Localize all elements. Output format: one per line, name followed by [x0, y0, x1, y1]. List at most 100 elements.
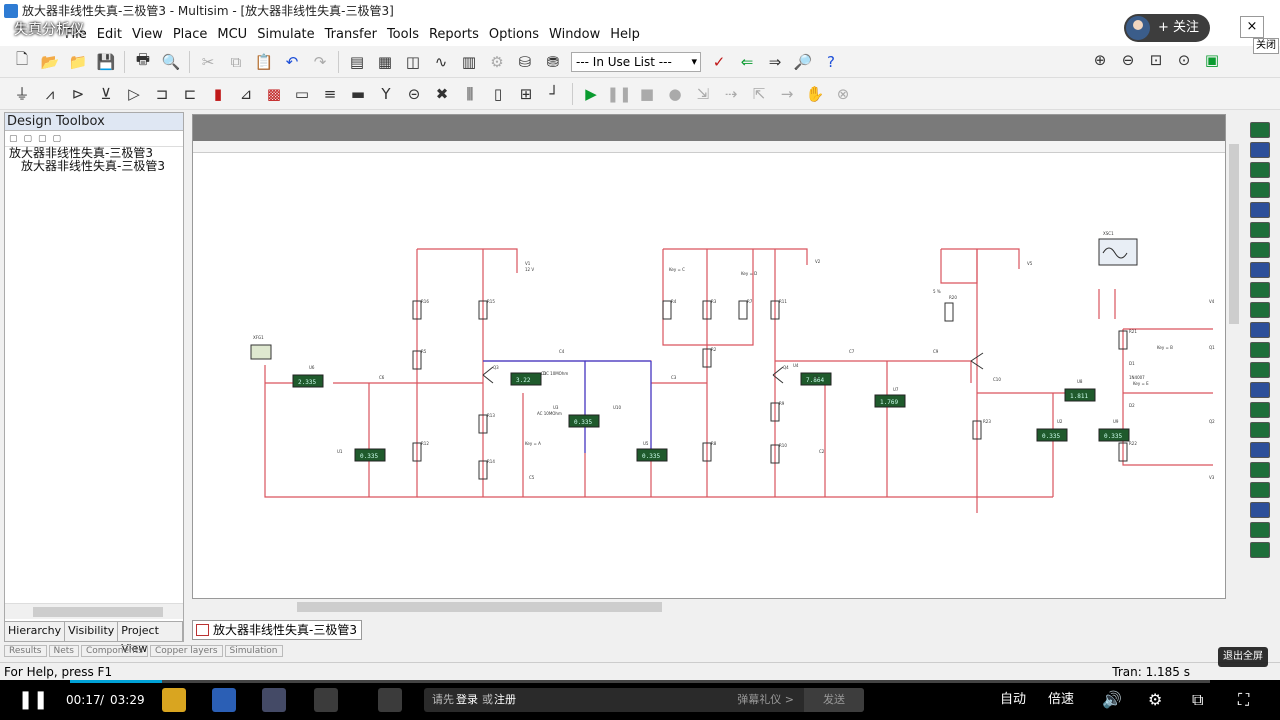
step-over-icon[interactable]: ⇢: [724, 84, 738, 103]
fullscreen-view-icon[interactable]: ▣: [1204, 51, 1220, 69]
measurement-probe-icon[interactable]: [1250, 482, 1270, 498]
ni-elvismx-icon[interactable]: [1250, 522, 1270, 538]
schematic-canvas[interactable]: 2.3353.220.3350.3357.8641.7690.3350.3351…: [193, 153, 1226, 599]
fullscreen-icon[interactable]: ⛶: [1238, 690, 1250, 709]
menu-tools[interactable]: Tools: [386, 26, 419, 42]
current-probe-icon[interactable]: [1250, 542, 1270, 558]
register-link[interactable]: 注册: [494, 693, 516, 706]
analysis-icon[interactable]: ∿: [434, 52, 448, 71]
toggle-breakpoint-icon[interactable]: ✋: [805, 84, 825, 103]
network-analyzer-icon[interactable]: [1250, 382, 1270, 398]
multimeter-probe[interactable]: [1098, 428, 1130, 442]
four-channel-oscilloscope-icon[interactable]: [1250, 202, 1270, 218]
save-design-icon[interactable]: ▢: [38, 133, 47, 144]
forward-annotate-icon[interactable]: ⇒: [768, 52, 782, 71]
tab-components[interactable]: Components: [81, 645, 148, 657]
multimeter-probe[interactable]: [292, 374, 324, 388]
component-wizard-icon[interactable]: ⚙: [490, 52, 504, 71]
power-icon[interactable]: ▭: [294, 84, 310, 103]
multimeter-probe[interactable]: [1036, 428, 1068, 442]
open-folder-icon[interactable]: 📂: [40, 52, 60, 71]
undo-icon[interactable]: ↶: [285, 52, 299, 71]
analog-icon[interactable]: ▷: [128, 84, 140, 103]
run-to-cursor-icon[interactable]: →: [780, 84, 794, 103]
bode-plotter-icon[interactable]: [1250, 222, 1270, 238]
paste-icon[interactable]: 📋: [254, 52, 274, 71]
menu-simulate[interactable]: Simulate: [257, 26, 315, 42]
close-design-icon[interactable]: ▢: [52, 133, 62, 144]
menu-place[interactable]: Place: [172, 26, 208, 42]
back-annotate-icon[interactable]: ⇐: [740, 52, 754, 71]
tree-item-sheet[interactable]: 放大器非线性失真-三极管3: [21, 159, 165, 173]
mcu-icon[interactable]: ▯: [493, 84, 503, 103]
uploader-avatar[interactable]: [1126, 16, 1150, 40]
advanced-peripherals-icon[interactable]: ▬: [350, 84, 366, 103]
login-link[interactable]: 登录: [456, 693, 478, 706]
multimeter-probe[interactable]: [800, 372, 832, 386]
step-out-icon[interactable]: ⇱: [752, 84, 766, 103]
indicator-icon[interactable]: ▩: [266, 84, 282, 103]
zoom-out-icon[interactable]: ⊖: [1121, 51, 1135, 69]
new-file-icon[interactable]: 🗋: [15, 50, 29, 68]
settings-icon[interactable]: ⚙: [1148, 690, 1163, 709]
menu-mcu[interactable]: MCU: [217, 26, 248, 42]
mixed-icon[interactable]: ⊿: [239, 84, 253, 103]
frequency-counter-icon[interactable]: [1250, 242, 1270, 258]
tab-copper-layers[interactable]: Copper layers: [149, 645, 223, 657]
bom-icon[interactable]: ▥: [461, 52, 477, 71]
danmaku-etiquette-link[interactable]: 弹幕礼仪 >: [737, 693, 794, 706]
ttl-icon[interactable]: ⊐: [155, 84, 169, 103]
volume-icon[interactable]: 🔊: [1102, 690, 1122, 709]
probe-icon[interactable]: ●: [668, 84, 682, 103]
redo-icon[interactable]: ↷: [313, 52, 327, 71]
scrollbar-thumb[interactable]: [33, 607, 163, 617]
copy-icon[interactable]: ⧉: [230, 52, 242, 71]
speed-button[interactable]: 倍速: [1048, 692, 1075, 707]
ni-components-icon[interactable]: ✖: [435, 84, 449, 103]
run-simulation-icon[interactable]: ▶: [585, 84, 597, 103]
quality-button[interactable]: 自动: [1000, 692, 1027, 707]
cmos-icon[interactable]: ⊏: [183, 84, 197, 103]
labview-instrument-icon[interactable]: [1250, 502, 1270, 518]
menu-reports[interactable]: Reports: [428, 26, 479, 42]
electromechanical-icon[interactable]: ⊝: [407, 84, 421, 103]
tab-visibility[interactable]: Visibility: [65, 622, 119, 641]
close-icon[interactable]: ×: [1240, 16, 1264, 38]
grapher-icon[interactable]: ▤: [349, 52, 365, 71]
scrollbar-thumb[interactable]: [297, 602, 662, 612]
open-design-icon[interactable]: ▢: [23, 133, 33, 144]
diode-icon[interactable]: ⊳: [71, 84, 85, 103]
spectrum-analyzer-icon[interactable]: [1250, 362, 1270, 378]
tab-simulation[interactable]: Simulation: [224, 645, 283, 657]
send-button[interactable]: 发送: [804, 688, 864, 712]
multimeter-probe[interactable]: [510, 372, 542, 386]
in-use-list-dropdown[interactable]: --- In Use List ---: [571, 51, 701, 72]
agilent-function-generator-icon[interactable]: [1250, 402, 1270, 418]
multimeter-probe[interactable]: [636, 448, 668, 462]
find-examples-icon[interactable]: 🔎: [793, 52, 813, 71]
menu-window[interactable]: Window: [549, 26, 601, 42]
menu-options[interactable]: Options: [488, 26, 540, 42]
tab-nets[interactable]: Nets: [48, 645, 79, 657]
workspace-vertical-scrollbar[interactable]: [1226, 114, 1242, 599]
menu-file[interactable]: File: [65, 26, 87, 42]
multimeter-probe[interactable]: [354, 448, 386, 462]
logic-analyzer-icon[interactable]: [1250, 302, 1270, 318]
tree-item-design[interactable]: 放大器非线性失真-三极管3: [9, 146, 153, 160]
postprocessor-icon[interactable]: ◫: [405, 52, 421, 71]
menu-edit[interactable]: Edit: [96, 26, 122, 42]
picture-in-picture-icon[interactable]: ⧉: [1192, 690, 1204, 709]
function-generator-icon[interactable]: [1250, 142, 1270, 158]
menu-help[interactable]: Help: [610, 26, 640, 42]
zoom-fit-icon[interactable]: ⊙: [1177, 51, 1191, 69]
danmaku-input[interactable]: 请先 登录 或 注册 弹幕礼仪 > 发送: [424, 688, 864, 712]
print-icon[interactable]: 🖶: [135, 50, 151, 68]
multimeter-icon[interactable]: [1250, 122, 1270, 138]
source-icon[interactable]: ⏚: [14, 85, 30, 103]
oscilloscope-icon[interactable]: [1250, 182, 1270, 198]
distortion-analyzer-icon[interactable]: [1250, 342, 1270, 358]
iv-analyzer-icon[interactable]: [1250, 322, 1270, 338]
misc-icon[interactable]: ≡: [323, 84, 337, 103]
print-preview-icon[interactable]: 🔍: [161, 52, 181, 71]
